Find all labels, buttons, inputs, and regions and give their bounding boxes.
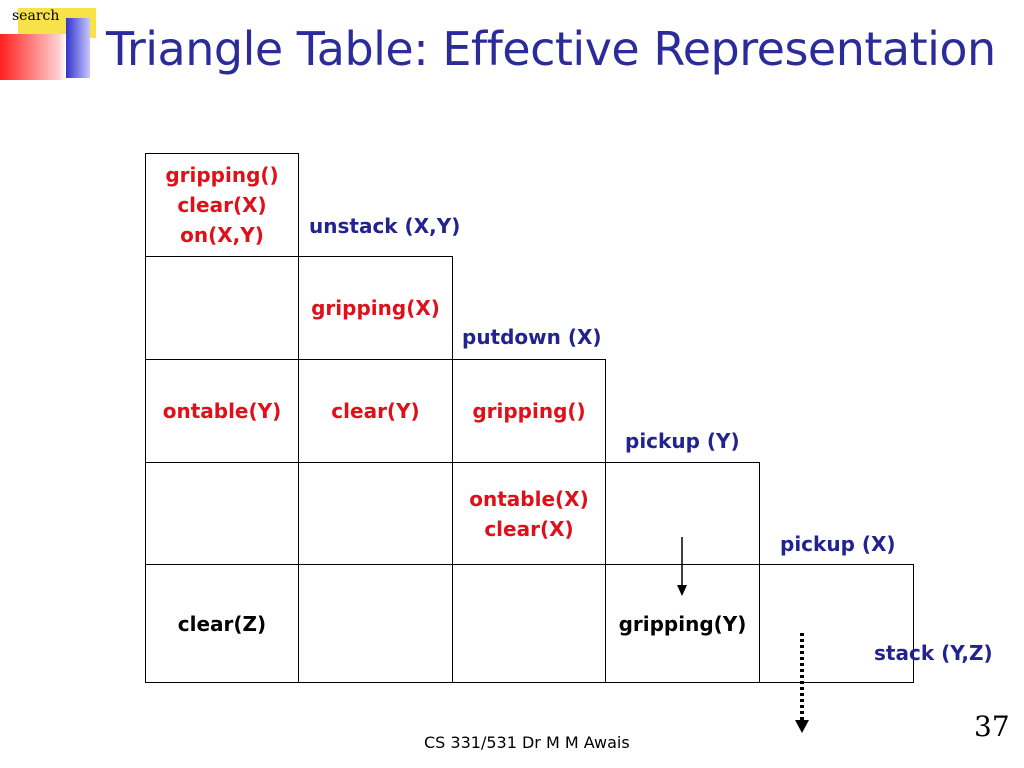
cell-line: clear(Z) [177, 611, 267, 636]
action-unstack: unstack (X,Y) [309, 214, 461, 238]
cell-r3c3: gripping() [452, 359, 606, 463]
action-stack: stack (Y,Z) [874, 641, 993, 665]
solid-arrow [677, 537, 687, 596]
page-number: 37 [974, 710, 1010, 743]
cell-r3c2: clear(Y) [298, 359, 453, 463]
cell-line: ontable(X) [469, 486, 589, 511]
cell-line: clear(Y) [331, 399, 420, 423]
dotted-arrow [795, 633, 809, 733]
slide-title: Triangle Table: Effective Representation [106, 22, 996, 76]
cell-r5c3 [452, 564, 606, 683]
cell-r5c5 [759, 564, 914, 683]
cell-line: gripping() [165, 163, 279, 187]
cell-r2c2: gripping(X) [298, 256, 453, 360]
cell-line: on(X,Y) [180, 223, 264, 247]
action-putdown: putdown (X) [462, 325, 602, 349]
logo: search [0, 0, 100, 82]
cell-line: clear(X) [177, 193, 267, 217]
cell-r4c2 [298, 462, 453, 565]
cell-line: gripping(Y) [618, 611, 747, 636]
cell-r3c1: ontable(Y) [145, 359, 299, 463]
logo-text: search [12, 8, 60, 24]
cell-line: ontable(Y) [162, 399, 282, 423]
action-pickup-x: pickup (X) [780, 532, 896, 556]
logo-blue-bar [66, 18, 90, 78]
cell-line: gripping(X) [311, 296, 440, 320]
cell-r4c3: ontable(X) clear(X) [452, 462, 606, 565]
cell-line: clear(X) [484, 516, 574, 541]
slide-footer: CS 331/531 Dr M M Awais [424, 733, 630, 752]
cell-line: gripping() [472, 399, 586, 423]
action-pickup-y: pickup (Y) [625, 429, 740, 453]
logo-red-square [0, 34, 66, 80]
